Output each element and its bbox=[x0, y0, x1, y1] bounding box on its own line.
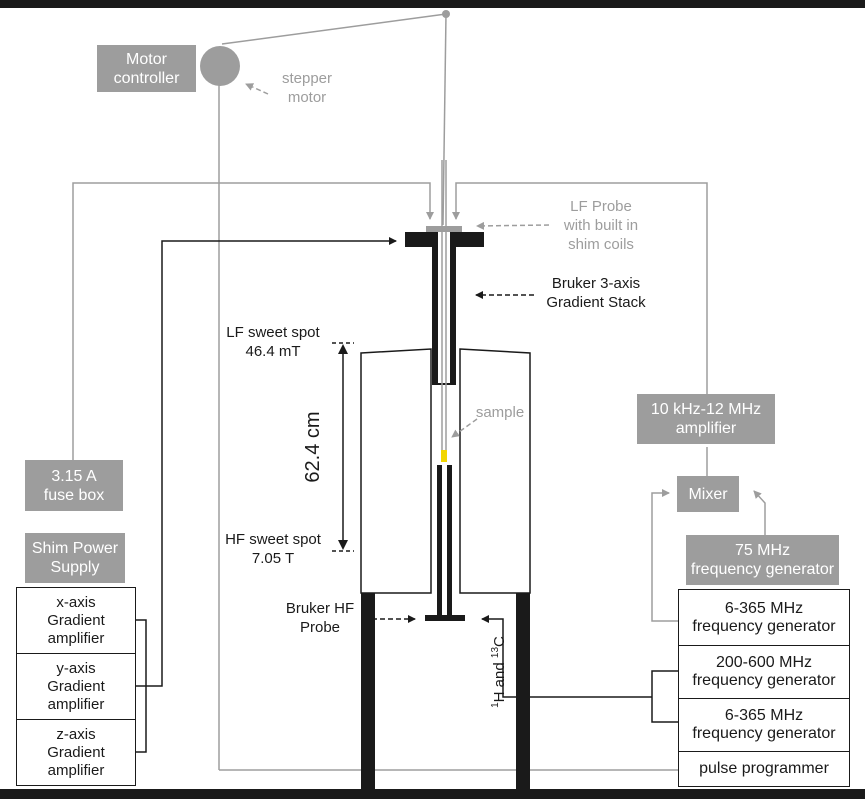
pulse-programmer-label: pulse programmer bbox=[699, 760, 829, 777]
pulley-anchor bbox=[442, 10, 450, 18]
lf-probe-pointer bbox=[476, 221, 550, 230]
y-amp-line2: Gradient amplifier bbox=[47, 677, 105, 713]
gradient-connections bbox=[136, 237, 397, 753]
freq-gen-6-365-a-box: 6-365 MHz frequency generator bbox=[678, 589, 850, 646]
freq-gen-75-line2: frequency generator bbox=[690, 561, 835, 578]
x-amp-line1: x-axis bbox=[56, 593, 96, 611]
gradient-stack bbox=[405, 160, 484, 462]
z-amp-line1: z-axis bbox=[56, 725, 96, 743]
x-amp-line2: Gradient amplifier bbox=[47, 611, 105, 647]
z-axis-amplifier-box: z-axis Gradient amplifier bbox=[16, 719, 136, 786]
shim-power-supply-box: Shim Power Supply bbox=[25, 533, 125, 583]
freq-gen-6-365-b-box: 6-365 MHz frequency generator bbox=[678, 698, 850, 752]
x-axis-amplifier-box: x-axis Gradient amplifier bbox=[16, 587, 136, 654]
mixer-label: Mixer bbox=[688, 485, 728, 503]
sample-pointer bbox=[451, 418, 478, 438]
rf-connections bbox=[481, 447, 766, 723]
sweet-spot-dimension bbox=[332, 342, 354, 552]
pulse-programmer-box: pulse programmer bbox=[678, 751, 850, 787]
sample-label: sample bbox=[475, 404, 525, 421]
freq-gen-75-box: 75 MHz frequency generator bbox=[686, 535, 839, 585]
stepper-motor-icon bbox=[200, 46, 240, 86]
magnet-bore bbox=[360, 348, 531, 789]
gen-a-line1: 6-365 MHz bbox=[724, 599, 804, 617]
motor-controller-line1: Motor bbox=[126, 50, 167, 68]
stepper-motor-label: stepper motor bbox=[281, 70, 333, 106]
lf-probe-feeds bbox=[72, 182, 708, 460]
hf-sweet-spot-label: HF sweet spot 7.05 T bbox=[225, 531, 321, 567]
nuclei-label: 1H and 13C bbox=[490, 636, 508, 708]
hf-probe-label: Bruker HF Probe bbox=[285, 600, 355, 636]
gen-a-line2: frequency generator bbox=[692, 617, 836, 635]
shim-power-line1: Shim Power bbox=[31, 540, 119, 557]
gen-b-line1: 6-365 MHz bbox=[724, 707, 804, 724]
fuse-box: 3.15 A fuse box bbox=[25, 460, 123, 511]
distance-label: 62.4 cm bbox=[302, 411, 324, 483]
lf-amplifier-box: 10 kHz-12 MHz amplifier bbox=[637, 394, 775, 444]
fuse-box-line2: fuse box bbox=[43, 486, 105, 504]
lf-sweet-spot-label: LF sweet spot 46.4 mT bbox=[226, 324, 320, 360]
lf-amplifier-line1: 10 kHz-12 MHz bbox=[650, 401, 762, 418]
lf-probe-label: LF Probe with built in shim coils bbox=[563, 198, 639, 253]
motor-controller-line2: controller bbox=[113, 69, 180, 87]
freq-gen-75-line1: 75 MHz bbox=[734, 542, 791, 559]
gen-200-line1: 200-600 MHz bbox=[715, 654, 813, 671]
shim-power-line2: Supply bbox=[50, 559, 100, 576]
pulley-lines bbox=[218, 13, 678, 771]
stepper-pointer bbox=[245, 83, 269, 95]
lf-amplifier-line2: amplifier bbox=[675, 420, 737, 437]
motor-controller-box: Motor controller bbox=[97, 45, 196, 92]
gen-b-line2: frequency generator bbox=[692, 725, 836, 742]
y-axis-amplifier-box: y-axis Gradient amplifier bbox=[16, 653, 136, 720]
sample-marker bbox=[441, 450, 447, 462]
freq-gen-200-600-box: 200-600 MHz frequency generator bbox=[678, 645, 850, 699]
fuse-box-line1: 3.15 A bbox=[51, 467, 97, 485]
top-border bbox=[0, 0, 865, 8]
z-amp-line2: Gradient amplifier bbox=[47, 743, 105, 779]
gen-200-line2: frequency generator bbox=[692, 672, 836, 689]
gradient-stack-label: Bruker 3-axis Gradient Stack bbox=[546, 275, 646, 311]
mixer-box: Mixer bbox=[677, 476, 739, 512]
hf-probe bbox=[425, 465, 465, 621]
bottom-border bbox=[0, 789, 865, 799]
y-amp-line1: y-axis bbox=[56, 659, 96, 677]
